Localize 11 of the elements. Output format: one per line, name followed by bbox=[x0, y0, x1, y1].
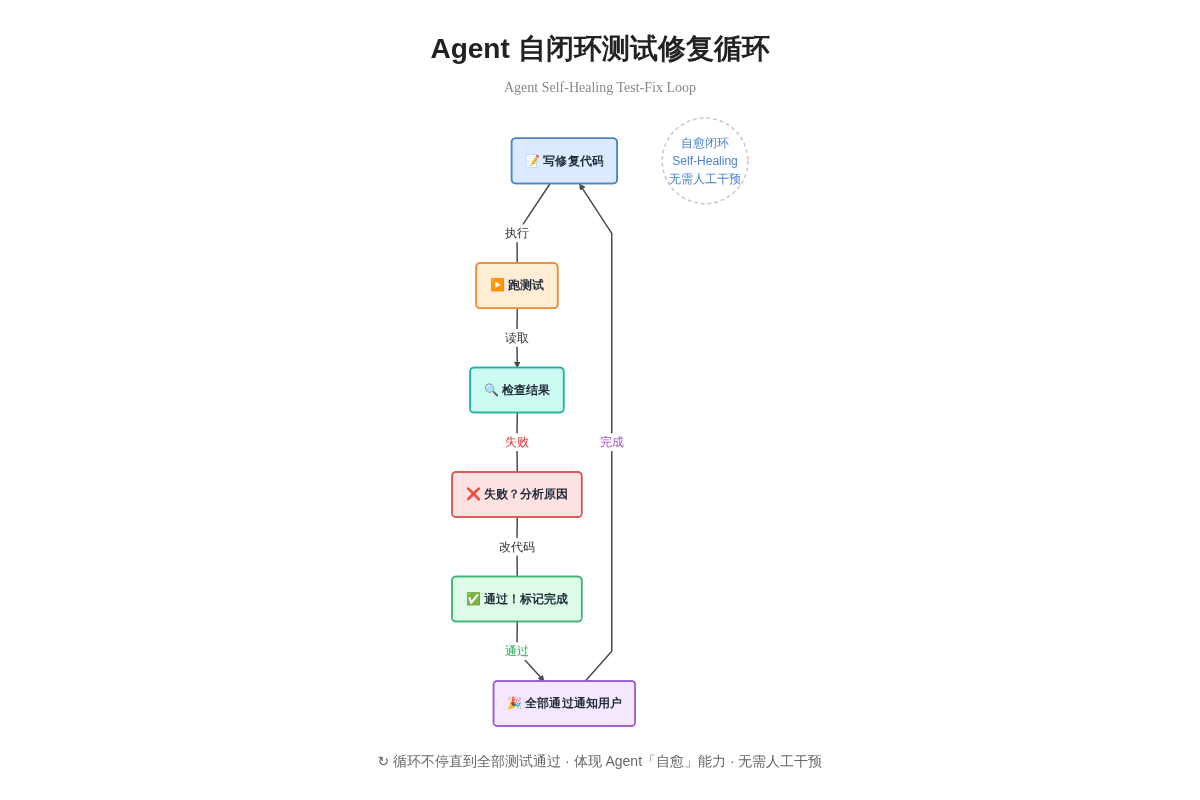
node-circle: 自愈闭环 Self-Healing 无需人工干预 bbox=[661, 117, 749, 205]
edge-label: 完成 bbox=[599, 435, 624, 449]
edge-label: 通过 bbox=[504, 644, 529, 658]
diagram-title: Agent 自闭环测试修复循环 bbox=[430, 33, 770, 64]
edge-label: 执行 bbox=[504, 226, 529, 240]
edge-label: 改代码 bbox=[498, 539, 535, 553]
edge-label: 失败 bbox=[504, 435, 529, 449]
edge-label: 读取 bbox=[504, 331, 529, 344]
arrow bbox=[579, 183, 613, 682]
caption: ↻ 循环不停直到全部测试通过 · 体现 Agent「自愈」能力 · 无需人工干预 bbox=[377, 753, 823, 769]
subtitle: Agent Self-Healing Test-Fix Loop bbox=[504, 80, 696, 95]
